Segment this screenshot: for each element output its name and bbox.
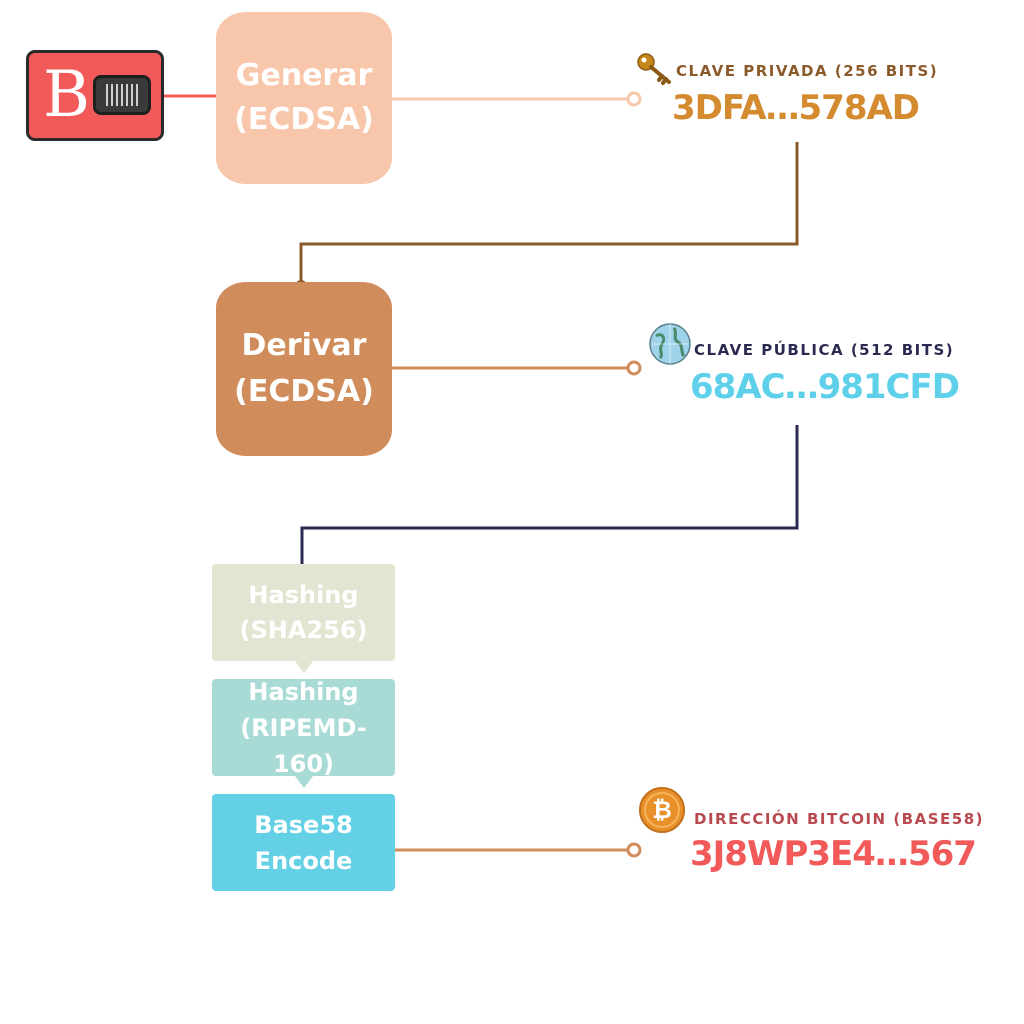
bitcoin-coin-icon: ₿: [639, 787, 685, 833]
public-key-value: 68AC…981CFD: [690, 367, 960, 407]
bitcoin-card-icon: B: [26, 50, 164, 141]
connector-end-ring: [626, 91, 642, 107]
step-derive: Derivar (ECDSA): [216, 282, 392, 456]
connector-end-ring: [626, 360, 642, 376]
svg-text:₿: ₿: [652, 796, 672, 824]
card-chip-icon: [93, 75, 151, 115]
bitcoin-glyph: B: [43, 58, 91, 132]
globe-icon: [649, 323, 691, 365]
private-key-value: 3DFA…578AD: [672, 88, 920, 128]
step-ripemd-line2: (RIPEMD-160): [240, 713, 367, 778]
step-sha256-line2: (SHA256): [239, 615, 368, 644]
address-label: DIRECCIÓN BITCOIN (BASE58): [694, 810, 984, 828]
connector-private-derive: [299, 142, 799, 286]
public-key-label: CLAVE PÚBLICA (512 BITS): [694, 341, 955, 359]
flow-arrow-tip: [295, 661, 313, 673]
step-sha256-line1: Hashing: [248, 580, 359, 609]
key-icon: [637, 53, 671, 85]
step-derive-line1: Derivar: [241, 328, 367, 363]
step-base58-line2: Encode: [254, 846, 353, 875]
flow-arrow-tip: [295, 776, 313, 788]
connector-public-hash: [300, 425, 799, 570]
connector-end-ring: [626, 842, 642, 858]
address-value: 3J8WP3E4…567: [690, 834, 977, 874]
step-hash-sha256: Hashing (SHA256): [212, 564, 395, 661]
private-key-label: CLAVE PRIVADA (256 BITS): [676, 62, 939, 80]
step-generate-line1: Generar: [235, 58, 373, 93]
step-base58-line1: Base58: [254, 810, 353, 839]
step-base58-encode: Base58 Encode: [212, 794, 395, 891]
step-derive-line2: (ECDSA): [234, 374, 374, 409]
step-ripemd-line1: Hashing: [248, 677, 359, 706]
step-generate-line2: (ECDSA): [234, 102, 374, 137]
step-generate: Generar (ECDSA): [216, 12, 392, 184]
step-hash-ripemd160: Hashing (RIPEMD-160): [212, 678, 395, 778]
